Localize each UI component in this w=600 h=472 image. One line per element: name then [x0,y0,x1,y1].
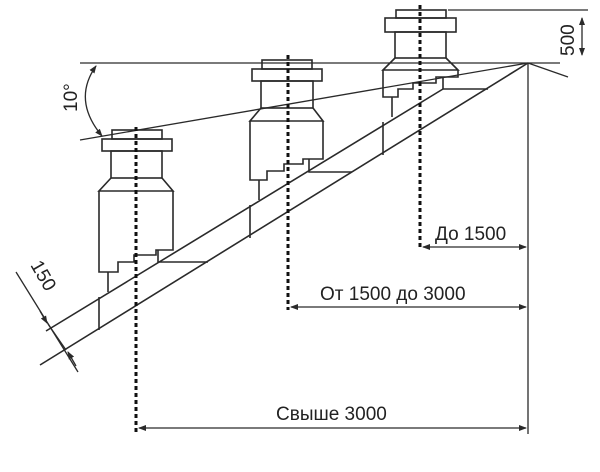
insulation-thickness-label: 150 [26,257,60,295]
roof-outer-line [39,62,529,366]
chimney-mid [248,59,352,238]
angle-label: 10° [61,83,82,112]
distance-far-label: Свыше 3000 [276,404,387,425]
angle-arc [84,65,103,137]
ten-degree-line [79,62,529,141]
distance-near-label: До 1500 [435,224,506,245]
insulation-dimension [15,271,79,373]
height-above-ridge-label: 500 [558,24,579,56]
chimney-far [97,129,208,330]
ridge-right-slope [527,62,569,78]
roof-inner-line [45,88,444,332]
distance-mid-label: От 1500 до 3000 [320,284,466,305]
chimney-near [381,9,488,155]
